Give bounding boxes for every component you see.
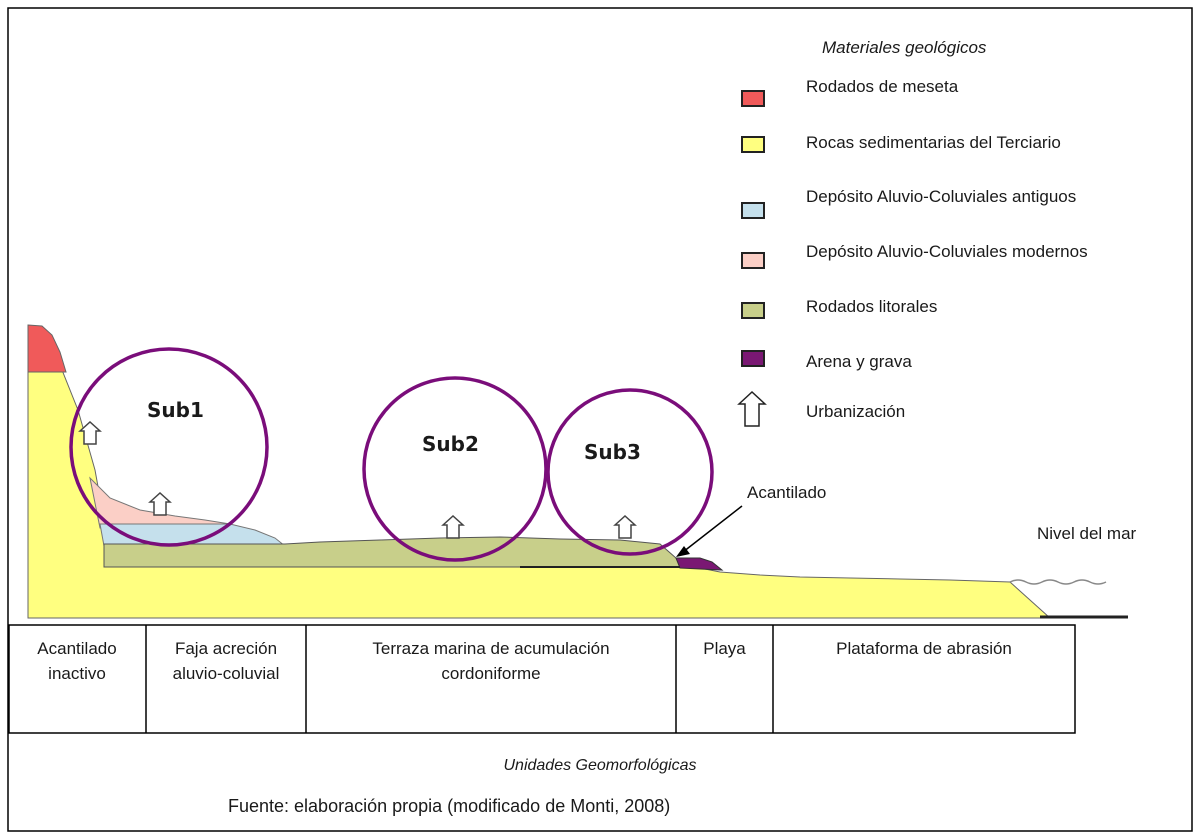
legend-title: Materiales geológicos <box>822 38 987 57</box>
swatch-arena-grava <box>741 350 765 367</box>
cliff-arrow <box>682 505 743 553</box>
unit-cell-playa: Playa <box>703 639 746 658</box>
unit-cell-acantilado-inactivo: Acantilado inactivo <box>37 639 117 683</box>
house-icon <box>148 491 172 516</box>
house-icon <box>737 390 767 427</box>
legend-label-urbanizacion: Urbanización <box>806 402 906 421</box>
zone-label-sub1: Sub1 <box>147 398 204 422</box>
house-icon <box>613 514 637 539</box>
house-icon <box>78 420 102 445</box>
legend-label-aluvio-antiguos: Depósito Aluvio-Coluviales antiguos <box>806 187 1077 206</box>
legend-label-terciario: Rocas sedimentarias del Terciario <box>806 133 1061 152</box>
units-title: Unidades Geomorfológicas <box>503 757 697 774</box>
rodados-meseta-layer <box>27 324 67 373</box>
swatch-rodados-meseta <box>741 90 765 107</box>
house-icon <box>441 514 465 539</box>
zone-circle-sub3 <box>546 388 714 556</box>
unit-cell-plataforma-abrasion: Plataforma de abrasión <box>836 639 1012 658</box>
swatch-aluvio-antiguos <box>741 202 765 219</box>
arena-grava-layer <box>675 557 724 571</box>
zone-label-sub3: Sub3 <box>584 440 641 464</box>
unit-cell-faja-acrecion: Faja acreción aluvio-coluvial <box>172 639 280 683</box>
swatch-terciario <box>741 136 765 153</box>
swatch-aluvio-modernos <box>741 252 765 269</box>
units-table <box>8 624 1076 734</box>
legend-label-arena-grava: Arena y grava <box>806 352 912 371</box>
sea-level-label: Nivel del mar <box>1037 524 1137 543</box>
legend-label-aluvio-modernos: Depósito Aluvio-Coluviales modernos <box>806 242 1088 261</box>
zone-circle-sub1 <box>69 347 269 547</box>
cliff-arrow-head <box>676 546 690 557</box>
cliff-label: Acantilado <box>747 483 827 502</box>
source-caption: Fuente: elaboración propia (modificado d… <box>228 796 671 816</box>
zone-label-sub2: Sub2 <box>422 432 479 456</box>
legend-label-rodados-litorales: Rodados litorales <box>806 297 938 316</box>
outer-border <box>7 7 1193 832</box>
legend-label-rodados-meseta: Rodados de meseta <box>806 77 959 96</box>
terciario-layer <box>27 369 1052 619</box>
unit-cell-terraza-marina: Terraza marina de acumulación cordonifor… <box>372 639 610 683</box>
sea-level-line <box>1009 579 1107 585</box>
zone-circle-sub2 <box>362 376 548 562</box>
swatch-rodados-litorales <box>741 302 765 319</box>
